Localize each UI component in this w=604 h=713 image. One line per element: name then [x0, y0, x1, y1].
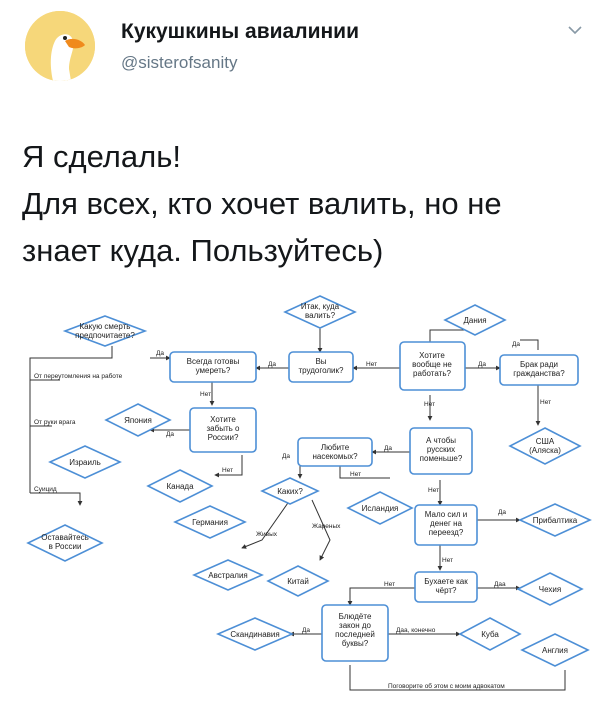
edge-label: Нет — [350, 471, 361, 478]
edge-label: Даа — [494, 581, 506, 588]
edge-label: Нет — [428, 487, 439, 494]
edge-label: Нет — [540, 399, 551, 406]
node-yaponiya: Япония — [124, 416, 152, 425]
node-kanada: Канада — [166, 482, 194, 491]
edge-label: Живых — [256, 531, 278, 538]
node-pribaltika: Прибалтика — [533, 516, 578, 525]
goose-icon — [25, 11, 95, 81]
edge-label: Да — [302, 627, 310, 634]
node-kakih: Каких? — [277, 487, 303, 496]
node-islandiya: Исландия — [362, 504, 399, 513]
edge-label: Да — [384, 445, 392, 452]
node-ssha: США(Аляска) — [529, 437, 561, 455]
node-kitay: Китай — [287, 577, 309, 586]
node-chehiya: Чехия — [539, 585, 561, 594]
tweet-line: Для всех, кто хочет валить, но не — [22, 186, 502, 221]
display-name[interactable]: Кукушкины авиалинии — [121, 20, 359, 43]
node-germaniya: Германия — [192, 518, 228, 527]
edge-label: Нет — [442, 557, 453, 564]
edge-label: Да — [166, 431, 174, 438]
edge-label: Да — [478, 361, 486, 368]
edge-label: Поговорите об этом с моим адвокатом — [388, 682, 505, 690]
chevron-down-icon[interactable] — [567, 22, 583, 38]
edge-label: Нет — [384, 581, 395, 588]
edge-label: Да — [498, 509, 506, 516]
edge-label: Нет — [222, 467, 233, 474]
edge-label: Да — [282, 453, 290, 460]
node-daniya: Дания — [463, 316, 486, 325]
edge-labels: От переутомления на работе От руки врага… — [34, 341, 551, 690]
goose-avatar[interactable] — [25, 11, 95, 81]
edge-label: Жареных — [312, 523, 341, 530]
edge-label: От руки врага — [34, 419, 76, 426]
edge-label: От переутомления на работе — [34, 372, 123, 380]
tweet-header: Кукушкины авиалинии @sisterofsanity — [0, 0, 604, 110]
tweet-text: Я сделаль! Для всех, кто хочет валить, н… — [22, 133, 582, 274]
edge-label: Нет — [366, 361, 377, 368]
node-skandinaviya: Скандинавия — [230, 630, 279, 639]
edge-label: Да — [156, 350, 164, 357]
tweet-line: знает куда. Пользуйтесь) — [22, 233, 384, 268]
tweet-line: Я сделаль! — [22, 139, 181, 174]
edge-label: Нет — [200, 391, 211, 398]
edge-label: Да — [268, 361, 276, 368]
node-kuba: Куба — [481, 630, 499, 639]
edge-label: Нет — [424, 401, 435, 408]
user-handle[interactable]: @sisterofsanity — [121, 53, 238, 72]
node-avstraliya: Австралия — [208, 571, 248, 580]
edge-label: Суицид — [34, 486, 57, 493]
node-izrail: Израиль — [69, 458, 101, 467]
node-angliya: Англия — [542, 646, 568, 655]
connector-lines — [29, 320, 566, 691]
edge-label: Да — [512, 341, 520, 348]
edge-label: Даа, конечно — [396, 627, 436, 634]
